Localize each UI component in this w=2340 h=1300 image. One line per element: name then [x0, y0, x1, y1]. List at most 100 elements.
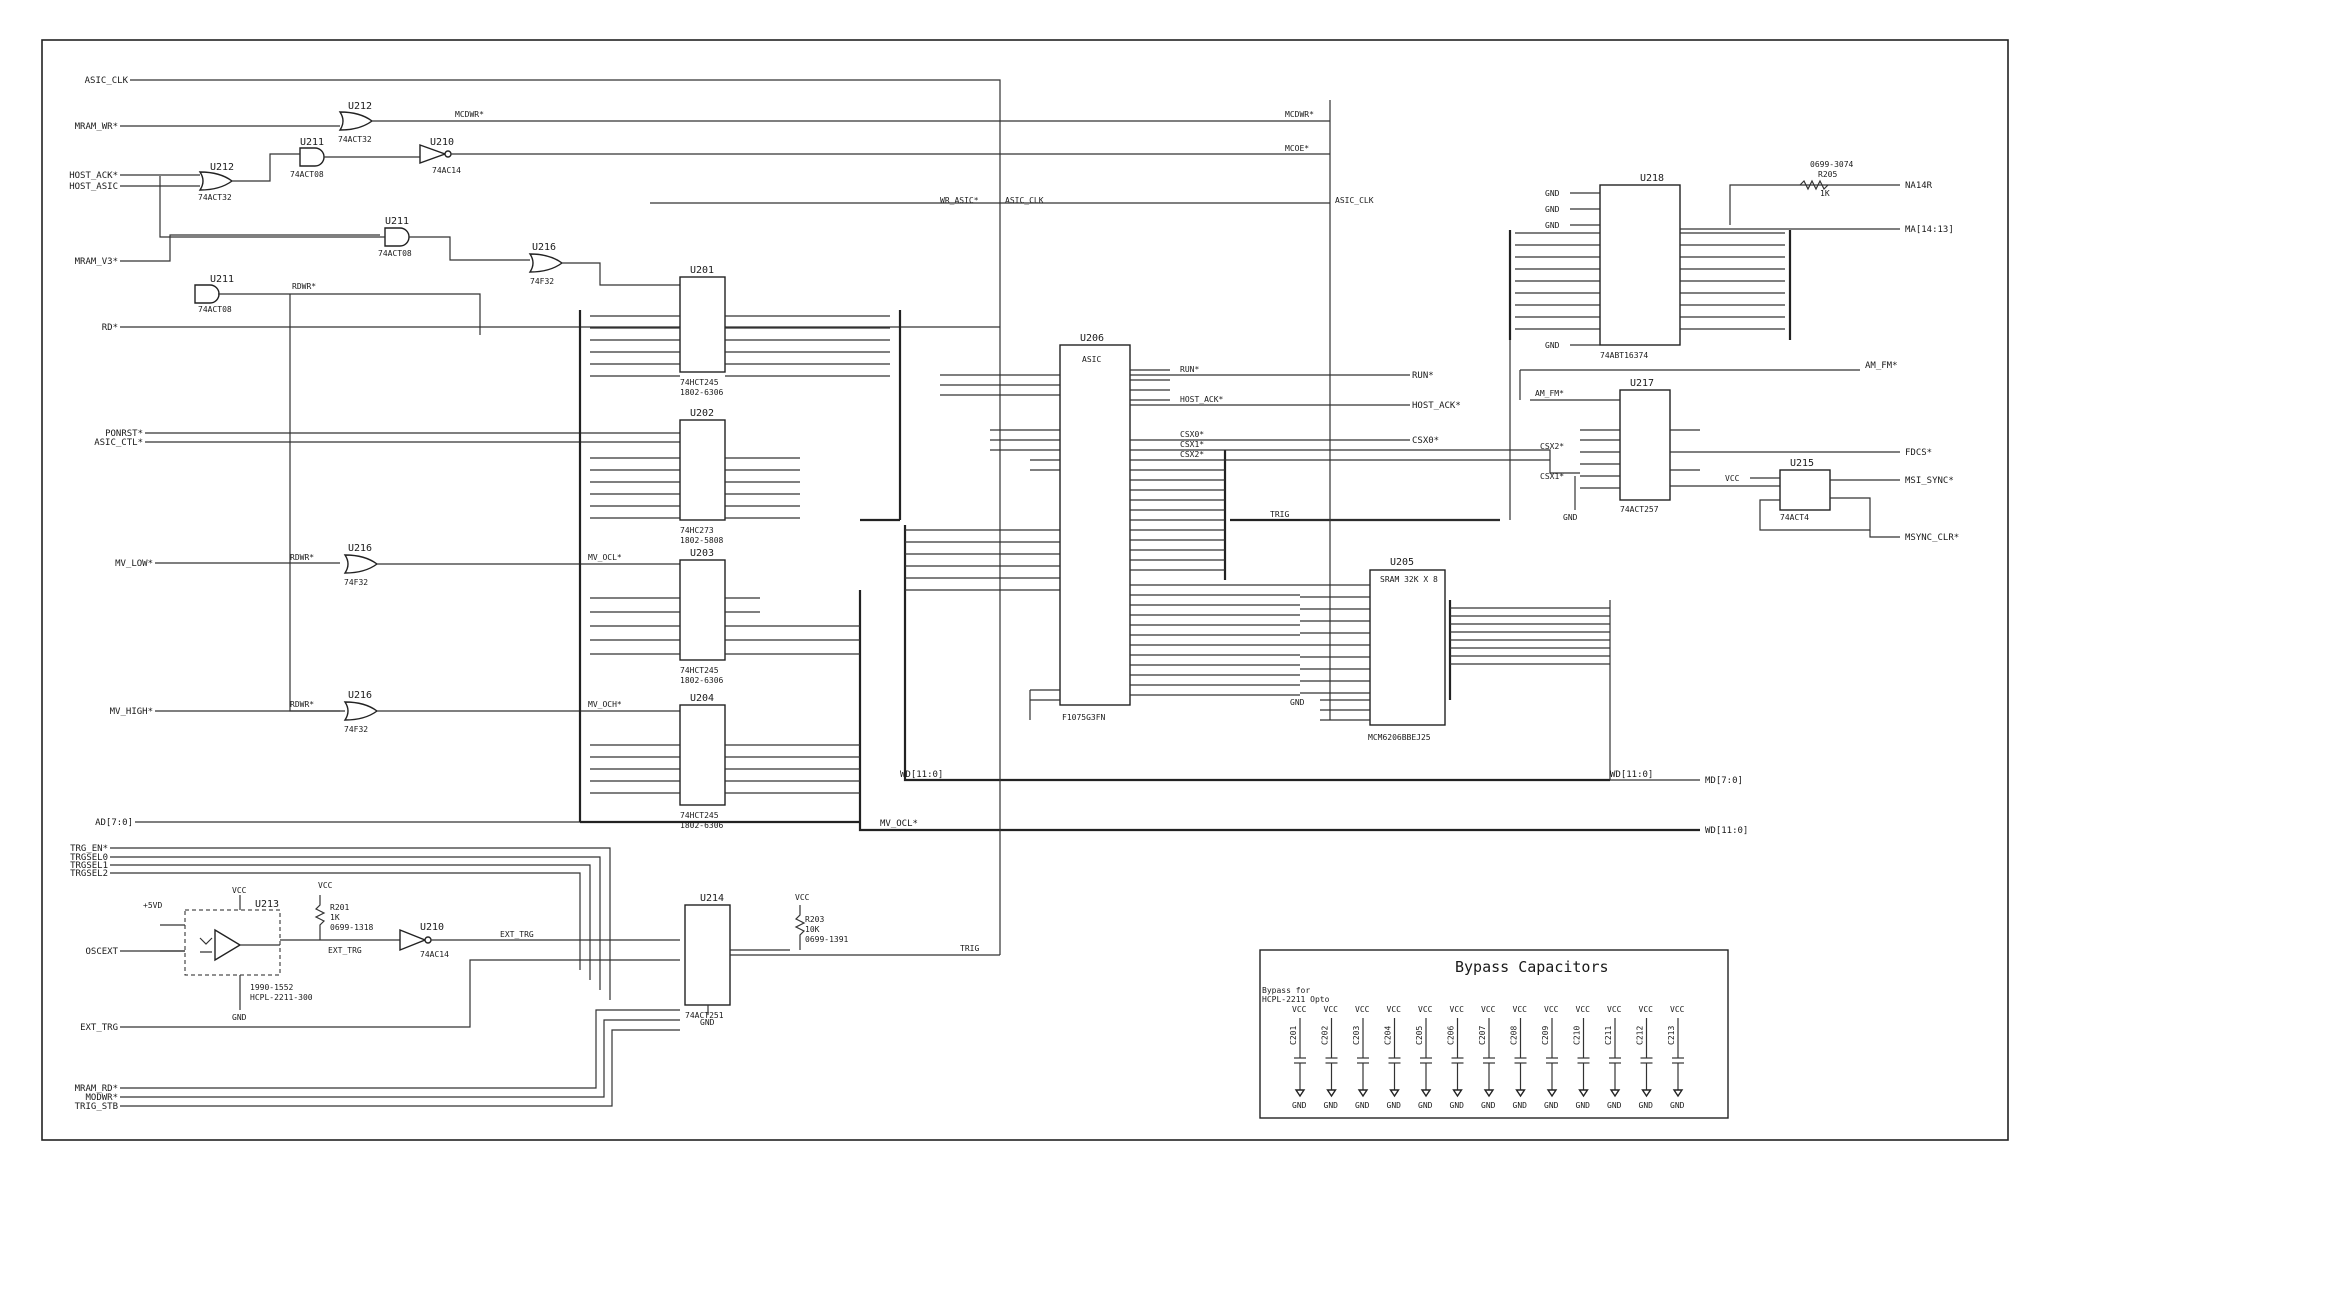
gate-wires — [159, 120, 1330, 712]
part-number: MCM6206BBEJ25 — [1368, 733, 1431, 742]
part-type: 74ACT4 — [1780, 513, 1809, 522]
vcc-label: VCC — [1607, 1005, 1622, 1014]
input-label: ASIC_CLK — [85, 76, 129, 86]
gnd-label: GND — [1545, 341, 1560, 350]
part-type: 74ACT08 — [290, 170, 324, 179]
ref-label: U211 — [210, 274, 234, 285]
output-label: AM_FM* — [1865, 361, 1898, 371]
gnd-label: GND — [232, 1013, 247, 1022]
ref-label: U216 — [532, 242, 556, 253]
net-label: MV_OCH* — [588, 700, 622, 709]
gate-u216-b: U216 74F32 — [343, 543, 379, 587]
left-input-labels: ASIC_CLK MRAM_WR* HOST_ACK* HOST_ASIC MR… — [69, 76, 153, 1112]
part-number: F1075G3FN — [1062, 713, 1106, 722]
ref-label: U205 — [1390, 557, 1414, 568]
output-label: MD[7:0] — [1705, 776, 1743, 786]
net-label: TRIG — [1270, 510, 1289, 519]
net-label: RDWR* — [290, 700, 314, 709]
gnd-label: GND — [1545, 189, 1560, 198]
output-label: HOST_ACK* — [1412, 401, 1461, 411]
net-label: MCDWR* — [455, 110, 484, 119]
input-label: OSCEXT — [85, 947, 118, 957]
net-label: CSX2* — [1540, 442, 1564, 451]
net-label: EXT_TRG — [328, 946, 362, 955]
gate-u212-a: U212 74ACT32 — [338, 101, 374, 144]
part-number: 1802-6306 — [680, 821, 724, 830]
part-type: 74F32 — [344, 725, 368, 734]
vcc-label: VCC — [1292, 1005, 1307, 1014]
capacitor-row: VCCC201GNDVCCC202GNDVCCC203GNDVCCC204GND… — [1289, 1005, 1685, 1110]
gate-u211-a: U211 74ACT08 — [290, 137, 325, 179]
capacitor-ref: C211 — [1604, 1026, 1613, 1045]
vcc-label: VCC — [1355, 1005, 1370, 1014]
bypass-note: Bypass for — [1262, 986, 1310, 995]
bus-label: WD[11:0] — [900, 770, 943, 780]
ic-u203: U203 74HCT245 1802-6306 — [590, 548, 860, 685]
output-label: MSYNC_CLR* — [1905, 533, 1959, 543]
asic-output-wires — [1270, 374, 1580, 521]
input-label: PONRST* — [105, 429, 143, 439]
input-label: TRIG_STB — [75, 1102, 118, 1112]
gnd-label: GND — [700, 1018, 715, 1027]
net-label: AM_FM* — [1535, 389, 1564, 398]
input-label: HOST_ACK* — [69, 171, 118, 181]
net-label: RUN* — [1180, 365, 1199, 374]
part-type: SRAM 32K X 8 — [1380, 575, 1438, 584]
capacitor-ref: C208 — [1510, 1026, 1519, 1045]
sheet-border — [41, 39, 2009, 1141]
input-label: TRGSEL0 — [70, 853, 108, 863]
input-wires — [110, 79, 1001, 1107]
part-type: 74HC273 — [680, 526, 714, 535]
gnd-label: GND — [1290, 698, 1305, 707]
ref-label: U213 — [255, 899, 279, 910]
resistor-value: 1K — [330, 913, 340, 922]
ic-u204: U204 74HCT245 1802-6306 — [590, 693, 860, 830]
ic-u213-opto: U213 +5VD VCC GND 1990-1552 HCPL-2211-30… — [143, 886, 400, 1022]
ref-label: U204 — [690, 693, 714, 704]
output-label: FDCS* — [1905, 448, 1932, 458]
output-label: MA[14:13] — [1905, 225, 1954, 235]
resistor-ref: R205 — [1818, 170, 1837, 179]
capacitor-ref: C210 — [1573, 1026, 1582, 1045]
resistor-part-no: 0699-1318 — [330, 923, 374, 932]
net-label: MCDWR* — [1285, 110, 1314, 119]
gnd-label: GND — [1450, 1101, 1465, 1110]
ic-u205-sram: U205 SRAM 32K X 8 MCM6206BBEJ25 GND — [1290, 100, 1611, 780]
ref-label: U216 — [348, 690, 372, 701]
input-label: MODWR* — [85, 1093, 118, 1103]
output-label: MSI_SYNC* — [1905, 476, 1954, 486]
vcc-label: VCC — [1639, 1005, 1654, 1014]
bypass-capacitors-panel: Bypass Capacitors Bypass for HCPL-2211 O… — [1259, 949, 1729, 1119]
vcc-label: VCC — [318, 881, 333, 890]
bypass-title: Bypass Capacitors — [1455, 958, 1609, 976]
ref-label: U211 — [385, 216, 409, 227]
ic-u215: U215 74ACT4 VCC MSI_SYNC* MSYNC_CLR* — [1725, 458, 1959, 543]
input-label: MV_HIGH* — [110, 707, 153, 717]
gnd-label: GND — [1481, 1101, 1496, 1110]
ref-label: U212 — [210, 162, 234, 173]
net-label: RDWR* — [292, 282, 316, 291]
input-label: EXT_TRG — [80, 1023, 118, 1033]
capacitor-ref: C209 — [1541, 1026, 1550, 1045]
capacitor-ref: C212 — [1636, 1026, 1645, 1045]
resistor-ref: R203 — [805, 915, 824, 924]
net-label: CSX1* — [1540, 472, 1564, 481]
gate-u216-c: U216 74F32 — [343, 690, 379, 734]
part-type: 74F32 — [530, 277, 554, 286]
output-label: NA14R — [1905, 181, 1933, 191]
gate-u210: U210 74AC14 — [419, 137, 461, 175]
part-type: 74ACT32 — [198, 193, 232, 202]
resistor-part-no: 0699-1391 — [805, 935, 849, 944]
resistor-r201: VCC R201 1K 0699-1318 — [314, 881, 374, 940]
gate-u211-c: U211 74ACT08 — [194, 274, 234, 314]
ref-label: U214 — [700, 893, 724, 904]
